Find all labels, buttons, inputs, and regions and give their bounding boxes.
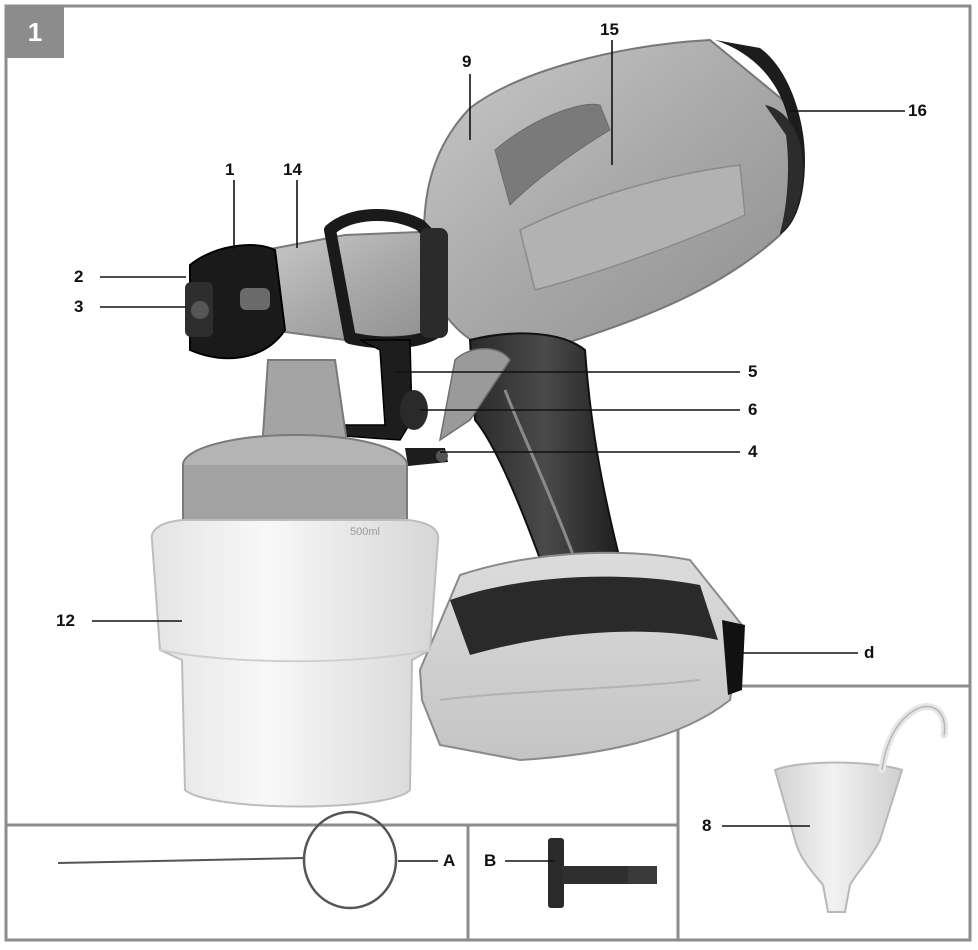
nozzle-head [185,244,287,360]
tank-neck-lid [182,359,408,536]
callout-8: 8 [702,816,712,835]
callout-14: 14 [283,160,302,179]
callout-d: d [864,643,875,662]
figure-number: 1 [6,6,64,58]
callout-6: 6 [748,400,758,419]
leader-lines [92,40,905,862]
callout-A: A [443,851,456,870]
callout-1: 1 [225,160,235,179]
callout-9: 9 [462,52,472,71]
callout-15: 15 [600,20,619,39]
nozzle-barrel [263,208,448,349]
cleaning-needle [57,810,398,910]
callout-12: 12 [56,611,75,630]
battery-pack [418,551,745,762]
callout-5: 5 [748,362,758,381]
funnel [773,702,949,913]
nozzle-wrench [548,838,657,908]
motor-housing [422,38,805,346]
callout-4: 4 [748,442,758,461]
paint-tank: 500ml [150,519,440,808]
callout-3: 3 [74,297,84,316]
tank-marking: 500ml [350,526,380,538]
callout-16: 16 [908,101,927,120]
callout-B: B [484,851,497,870]
callout-2: 2 [74,267,84,286]
